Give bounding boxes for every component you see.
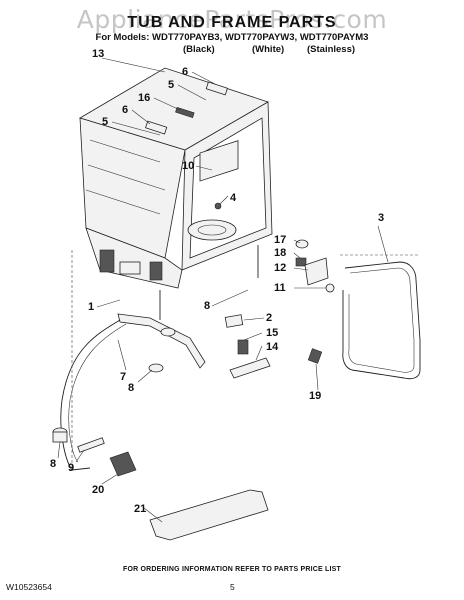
- callout-20: 20: [92, 484, 105, 496]
- variant-black: (Black): [183, 44, 215, 55]
- callout-3: 3: [378, 212, 385, 224]
- side-strip: [117, 313, 206, 369]
- callout-5-upper: 5: [168, 79, 175, 91]
- callout-7: 7: [120, 371, 127, 383]
- foot-8a: [160, 327, 176, 337]
- callout-2: 2: [266, 312, 273, 324]
- bracket-14: [229, 357, 271, 379]
- callout-6-lower: 6: [122, 104, 129, 116]
- callout-6-upper: 6: [182, 66, 189, 78]
- callout-8-pad: 8: [204, 300, 211, 312]
- callout-10: 10: [182, 160, 195, 172]
- tub-assembly: [79, 67, 273, 320]
- callout-8-bottom: 8: [50, 458, 57, 470]
- callout-5-lower: 5: [102, 116, 109, 128]
- clip-19: [307, 348, 323, 364]
- callout-14: 14: [266, 341, 279, 353]
- bolt-4: [214, 202, 222, 210]
- callout-21: 21: [134, 503, 147, 515]
- top-bracket-upper: [205, 81, 228, 96]
- bracket-12: [304, 257, 329, 286]
- variant-stainless: (Stainless): [307, 44, 356, 55]
- callout-9: 9: [68, 462, 75, 474]
- callout-12: 12: [274, 262, 287, 274]
- clip-11: [325, 283, 335, 293]
- callout-8-foot: 8: [128, 382, 135, 394]
- leveling-screw-9: [77, 437, 105, 453]
- nut-18: [295, 257, 307, 267]
- callout-17: 17: [274, 234, 287, 246]
- callout-4: 4: [230, 192, 237, 204]
- callout-18: 18: [274, 247, 287, 259]
- pad-2: [224, 314, 244, 328]
- base-motor: [99, 249, 115, 273]
- ordering-note: FOR ORDERING INFORMATION REFER TO PARTS …: [122, 566, 342, 573]
- top-bracket-lower: [145, 120, 168, 135]
- callout-16: 16: [138, 92, 151, 104]
- page-number: 5: [230, 582, 235, 592]
- cap-20: [109, 451, 137, 477]
- leader-lines: [57, 57, 389, 523]
- model-list: For Models: WDT770PAYB3, WDT770PAYW3, WD…: [95, 32, 369, 43]
- sump-opening: [187, 219, 237, 241]
- toe-panel-21: [149, 489, 269, 541]
- document-number: W10523654: [6, 582, 52, 592]
- callout-1: 1: [88, 301, 95, 313]
- door-gasket: [342, 261, 421, 380]
- top-strip: [175, 106, 195, 119]
- callout-19: 19: [309, 390, 322, 402]
- sensor-15: [237, 339, 249, 355]
- callout-11: 11: [274, 282, 286, 294]
- washer-17: [295, 239, 309, 249]
- foam-strip-7: [60, 319, 121, 471]
- base-pump: [119, 261, 141, 275]
- foot-8b: [148, 363, 164, 373]
- callout-13: 13: [92, 48, 105, 60]
- diagram-title: TUB AND FRAME PARTS: [127, 14, 337, 31]
- variant-white: (White): [252, 44, 285, 55]
- callout-15: 15: [266, 327, 279, 339]
